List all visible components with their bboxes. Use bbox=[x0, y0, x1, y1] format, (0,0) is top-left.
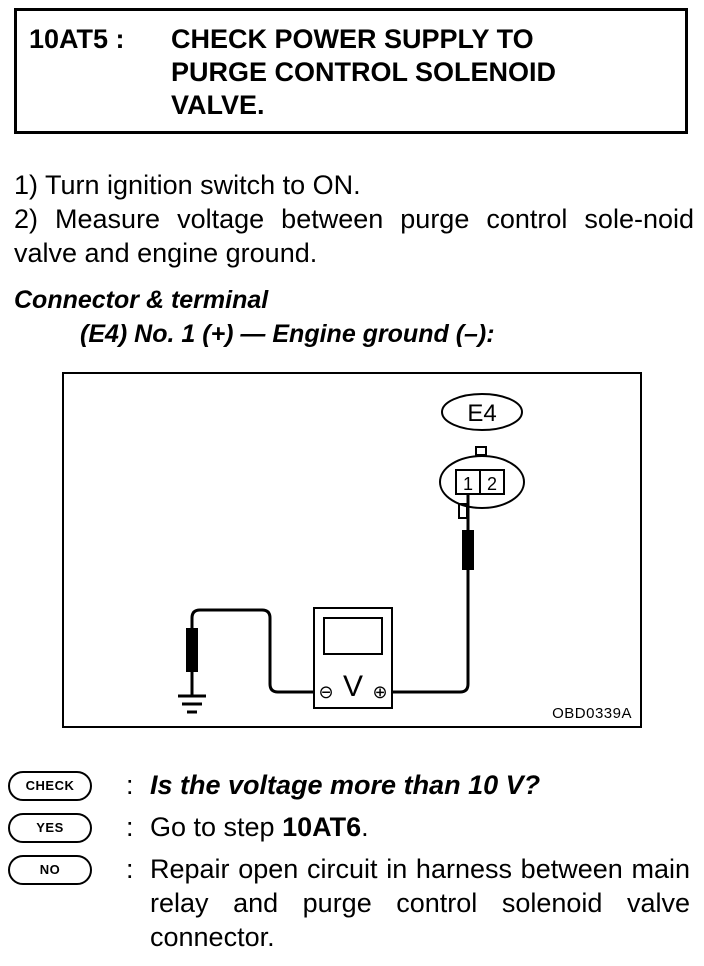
procedure-step-2: 2) Measure voltage between purge control… bbox=[14, 204, 694, 268]
procedure-step-1: 1) Turn ignition switch to ON. bbox=[14, 170, 361, 200]
pin-2-box bbox=[479, 469, 505, 495]
connector-detail: (E4) No. 1 (+) — Engine ground (–): bbox=[80, 320, 495, 348]
no-answer: Repair open circuit in harness between m… bbox=[150, 854, 690, 952]
pin-2-label: 2 bbox=[487, 474, 497, 494]
yes-answer: Go to step 10AT6. bbox=[150, 810, 690, 844]
check-question: Is the voltage more than 10 V? bbox=[150, 770, 541, 800]
connector-latch bbox=[475, 446, 487, 456]
check-colon: : bbox=[126, 770, 134, 800]
positive-probe bbox=[462, 530, 474, 570]
connector-label-ellipse bbox=[441, 393, 523, 431]
yes-badge: YES bbox=[8, 813, 92, 843]
no-colon: : bbox=[126, 854, 134, 884]
step-title-line: CHECK POWER SUPPLY TO bbox=[171, 24, 534, 54]
figure-reference: OBD0339A bbox=[552, 705, 632, 722]
yes-suffix: . bbox=[361, 812, 369, 842]
voltmeter-body bbox=[313, 607, 393, 709]
voltmeter-display bbox=[323, 617, 383, 655]
step-code: 10AT5 : bbox=[29, 24, 125, 54]
yes-step-ref: 10AT6 bbox=[282, 812, 362, 842]
wiring-diagram: E4 1 2 V ⊖ ⊕ OBD0339A bbox=[62, 372, 642, 728]
yes-prefix: Go to step bbox=[150, 812, 283, 842]
no-badge: NO bbox=[8, 855, 92, 885]
negative-terminal: ⊖ bbox=[318, 682, 333, 703]
wiring-diagram-svg: E4 1 2 V ⊖ ⊕ bbox=[178, 393, 525, 714]
step-title-line: PURGE CONTROL SOLENOID bbox=[171, 57, 557, 87]
step-title: CHECK POWER SUPPLY TO PURGE CONTROL SOLE… bbox=[171, 23, 671, 122]
pin-1-label: 1 bbox=[463, 474, 473, 494]
yes-colon: : bbox=[126, 812, 134, 842]
procedure-steps: 1) Turn ignition switch to ON. 2) Measur… bbox=[14, 168, 694, 270]
check-badge: CHECK bbox=[8, 771, 92, 801]
step-title-line: VALVE. bbox=[171, 90, 265, 120]
negative-probe bbox=[186, 628, 198, 672]
positive-terminal: ⊕ bbox=[372, 682, 387, 703]
positive-lead bbox=[386, 494, 470, 694]
connector-heading: Connector & terminal bbox=[14, 286, 269, 314]
connector-label: E4 bbox=[467, 400, 496, 427]
connector-body bbox=[439, 455, 525, 509]
voltmeter-symbol: V bbox=[343, 670, 363, 703]
negative-lead bbox=[190, 608, 316, 696]
step-header-box: 10AT5 : CHECK POWER SUPPLY TO PURGE CONT… bbox=[14, 8, 688, 134]
